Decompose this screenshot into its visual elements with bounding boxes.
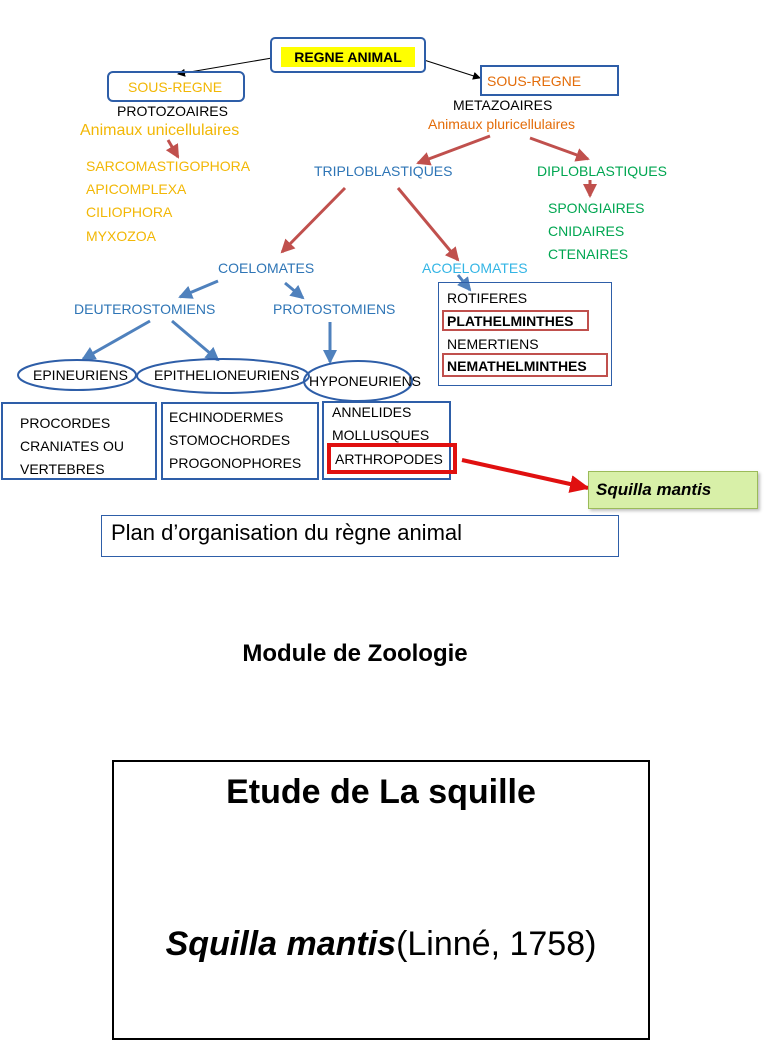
epi-group-2: CRANIATES OU <box>20 438 124 454</box>
protozoa-group-2: APICOMPLEXA <box>86 181 187 197</box>
right-sous-regne-box <box>480 65 619 96</box>
arrow-triplo-acoelo <box>396 187 460 262</box>
caption-box <box>101 515 619 557</box>
squilla-callout-label: Squilla mantis <box>596 480 712 499</box>
arrow-meta-diplo <box>529 136 590 162</box>
arrow-coelo-deutero <box>178 279 219 299</box>
acoelo-group-1: ROTIFERES <box>447 290 528 306</box>
acoelomates-label: ACOELOMATES <box>422 260 528 276</box>
epithelioneuriens-label: EPITHELIONEURIENS <box>154 367 300 383</box>
epithelioneuriens-ellipse <box>136 358 310 394</box>
diplo-group-2: CNIDAIRES <box>548 223 625 239</box>
deuterostomiens-label: DEUTEROSTOMIENS <box>74 301 216 317</box>
study-card-species: Squilla mantis <box>165 925 397 963</box>
left-sous-regne-label: SOUS-REGNE <box>128 79 223 95</box>
protostomiens-label: PROTOSTOMIENS <box>273 301 396 317</box>
hypo-group-3: ARTHROPODES <box>335 451 443 467</box>
protozoa-group-1: SARCOMASTIGOPHORA <box>86 158 251 174</box>
study-card-authority: (Linné, 1758) <box>396 925 597 963</box>
acoelo-group-4: NEMATHELMINTHES <box>447 358 587 374</box>
epithelio-group-3: PROGONOPHORES <box>169 455 302 471</box>
protozoaires-description: Animaux unicellulaires <box>80 122 240 139</box>
metazoaires-label: METAZOAIRES <box>453 97 553 113</box>
arthropodes-highlight <box>327 443 457 474</box>
hypo-group-2: MOLLUSQUES <box>332 427 430 443</box>
triploblastiques-label: TRIPLOBLASTIQUES <box>314 163 453 179</box>
arrow-meta-triplo <box>416 134 491 166</box>
protozoaires-label: PROTOZOAIRES <box>117 103 228 119</box>
epi-group-1: PROCORDES <box>20 415 111 431</box>
arrow-coelo-proto <box>284 281 305 300</box>
module-title: Module de Zoologie <box>242 640 468 667</box>
epithelio-group-2: STOMOCHORDES <box>169 432 291 448</box>
caption-text: Plan d’organisation du règne animal <box>111 520 463 545</box>
right-sous-regne-label: SOUS-REGNE <box>487 73 582 89</box>
hypo-groups-box <box>322 401 451 480</box>
squilla-callout <box>588 471 758 509</box>
protozoa-group-4: MYXOZOA <box>86 228 157 244</box>
arrow-root-right <box>423 59 481 80</box>
metazoaires-description: Animaux pluricellulaires <box>428 116 576 132</box>
study-card-species-line: Squilla mantis(Linné, 1758) <box>112 922 650 966</box>
left-sous-regne-box <box>107 71 245 102</box>
arrow-squilla <box>461 458 590 493</box>
root-label: REGNE ANIMAL <box>281 47 415 67</box>
epineuriens-label: EPINEURIENS <box>33 367 128 383</box>
epineuriens-ellipse <box>17 359 137 391</box>
arrow-deutero-epi <box>81 319 151 361</box>
epi-group-3: VERTEBRES <box>20 461 105 477</box>
epithelio-group-1: ECHINODERMES <box>169 409 284 425</box>
hyponeuriens-label: HYPONEURIENS <box>309 373 422 389</box>
diplo-group-1: SPONGIAIRES <box>548 200 645 216</box>
arrow-triplo-coelo <box>280 186 347 254</box>
acoelo-group-2: PLATHELMINTHES <box>447 313 574 329</box>
coelomates-label: COELOMATES <box>218 260 315 276</box>
epithelio-groups-box <box>161 402 319 480</box>
acoelo-group-3: NEMERTIENS <box>447 336 539 352</box>
plathelminthes-highlight <box>442 310 589 331</box>
protozoa-group-3: CILIOPHORA <box>86 204 173 220</box>
diplo-group-3: CTENAIRES <box>548 246 629 262</box>
arrow-deutero-epithelio <box>171 319 220 362</box>
arrow-proto <box>165 139 180 159</box>
diploblastiques-label: DIPLOBLASTIQUES <box>537 163 667 179</box>
epineuriens-groups-box <box>1 402 157 480</box>
nemathelminthes-highlight <box>442 353 608 377</box>
acoelomates-box <box>438 282 612 386</box>
hypo-group-1: ANNELIDES <box>332 404 412 420</box>
study-card-title: Etude de La squille <box>226 773 536 811</box>
